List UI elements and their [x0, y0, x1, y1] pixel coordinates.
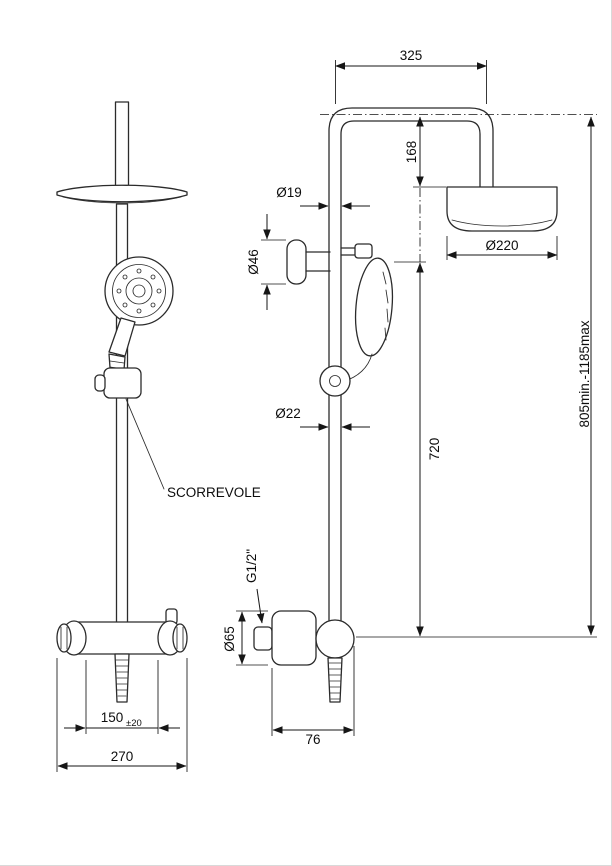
label-valve-width: 270: [111, 749, 134, 764]
dim-head-drop: 168: [404, 116, 446, 188]
label-top-offset: 325: [400, 48, 423, 63]
label-overall-height: 805min.-1185max: [577, 320, 592, 427]
label-column-diameter: Ø22: [275, 406, 301, 421]
dim-valve-diameter: Ø65: [222, 610, 268, 666]
side-slider: [319, 365, 351, 397]
front-rain-head: [56, 184, 188, 204]
label-inlet-tolerance: ±20: [126, 718, 142, 729]
label-holder-diameter: Ø46: [246, 249, 261, 275]
side-wall-bracket: [286, 239, 331, 285]
callout-slider: SCORREVOLE: [125, 398, 261, 500]
dim-column-diameter: Ø22: [275, 406, 370, 431]
side-shower-hose: [327, 657, 343, 703]
label-column-height: 720: [427, 438, 442, 461]
front-slider-clamp: [94, 367, 142, 399]
label-valve-offset: 76: [305, 732, 320, 747]
front-mixer-valve: [56, 608, 188, 656]
dim-thread: G1/2": [244, 549, 265, 624]
front-shower-hose: [114, 653, 130, 703]
side-mixer-valve: [253, 610, 355, 666]
centerlines: [320, 114, 597, 262]
side-rain-head: [446, 186, 558, 232]
side-hand-shower: [340, 243, 394, 383]
label-slider: SCORREVOLE: [167, 485, 261, 500]
label-inlet-spacing: 150: [101, 710, 124, 725]
dim-column-height: 720: [394, 261, 442, 637]
dim-overall-height: 805min.-1185max: [356, 116, 597, 638]
dim-top-offset: 325: [335, 48, 487, 104]
label-riser-diameter: Ø19: [276, 185, 302, 200]
dim-valve-width: 270: [56, 658, 188, 772]
label-valve-diameter: Ø65: [222, 626, 237, 652]
side-view: [253, 107, 558, 703]
label-head-drop: 168: [404, 141, 419, 164]
dimensions: 325 168 Ø19 Ø46 Ø220: [56, 48, 597, 772]
dim-riser-diameter: Ø19: [276, 185, 370, 210]
label-thread: G1/2": [244, 549, 259, 583]
dim-inlet-spacing: 150 ±20: [64, 660, 180, 734]
scorrevole-leader: [125, 398, 165, 490]
dim-valve-offset: 76: [271, 646, 355, 747]
dim-holder-diameter: Ø46: [246, 214, 286, 310]
label-head-diameter: Ø220: [485, 238, 518, 253]
side-riser-pipe: [328, 107, 494, 623]
dim-head-diameter: Ø220: [446, 236, 558, 260]
front-view: [56, 101, 188, 703]
front-hand-shower: [104, 256, 174, 357]
